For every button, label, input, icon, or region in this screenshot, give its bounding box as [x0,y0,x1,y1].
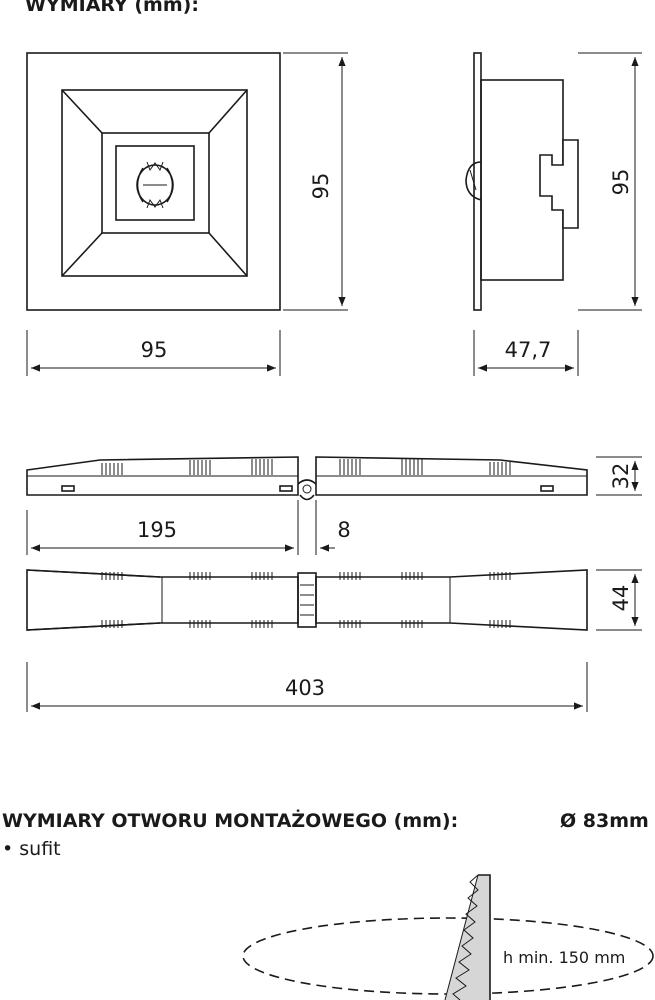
side-depth-dimension: 47,7 [473,330,579,376]
side-view [465,52,579,311]
front-view [26,52,281,311]
bottom-view [26,569,588,631]
mounting-hole-diagram: h min. 150 mm [242,874,654,1000]
segment-length-label: 195 [137,518,177,542]
top-height-label: 32 [609,463,633,490]
diameter-label: Ø 83mm [560,810,649,832]
dimensions-heading: WYMIARY (mm): [25,0,199,16]
side-depth-label: 47,7 [505,338,552,362]
side-height-dimension: 95 [578,52,642,311]
bottom-height-dimension: 44 [596,569,642,631]
clip-group-bottom [101,572,511,628]
front-height-dimension: 95 [283,52,348,311]
front-width-label: 95 [141,338,168,362]
top-view [26,456,588,501]
total-length-dimension: 403 [26,662,588,712]
sensor-icon [136,161,174,209]
clip-group-top [101,459,511,475]
segment-length-dimension: 195 8 [26,500,351,555]
total-length-label: 403 [285,676,325,700]
min-height-label: h min. 150 mm [503,948,625,967]
front-height-label: 95 [309,173,333,200]
gap-label: 8 [337,518,350,542]
ceiling-label: • sufit [2,838,61,860]
side-height-label: 95 [609,169,633,196]
mounting-hole-heading: WYMIARY OTWORU MONTAŻOWEGO (mm): [2,810,459,832]
bottom-height-label: 44 [609,585,633,612]
top-height-dimension: 32 [596,456,642,496]
front-width-dimension: 95 [26,330,281,376]
